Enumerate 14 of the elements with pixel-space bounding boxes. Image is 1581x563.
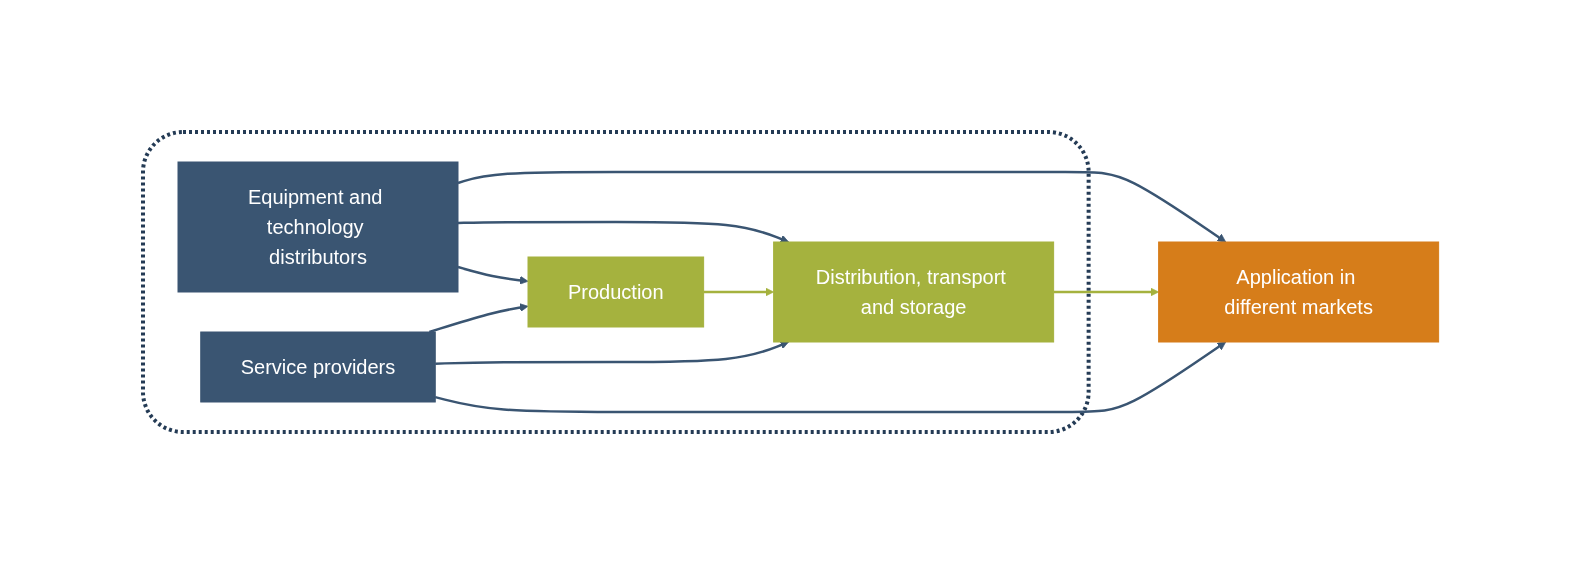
node-box: Production (527, 256, 704, 327)
arrow (457, 220, 789, 243)
arrow (428, 302, 529, 333)
arrow (434, 340, 789, 365)
cluster (140, 129, 1091, 434)
node-box: Service providers (199, 331, 436, 402)
arrow (457, 265, 529, 285)
arrow (1053, 287, 1159, 296)
arrow (434, 341, 1226, 413)
arrow (703, 287, 774, 296)
arrow (457, 170, 1226, 242)
node-box: Equipment and technology distributors (177, 161, 459, 292)
node-box: Distribution, transport and storage (772, 241, 1054, 342)
node-box: Application in different markets (1157, 241, 1439, 342)
